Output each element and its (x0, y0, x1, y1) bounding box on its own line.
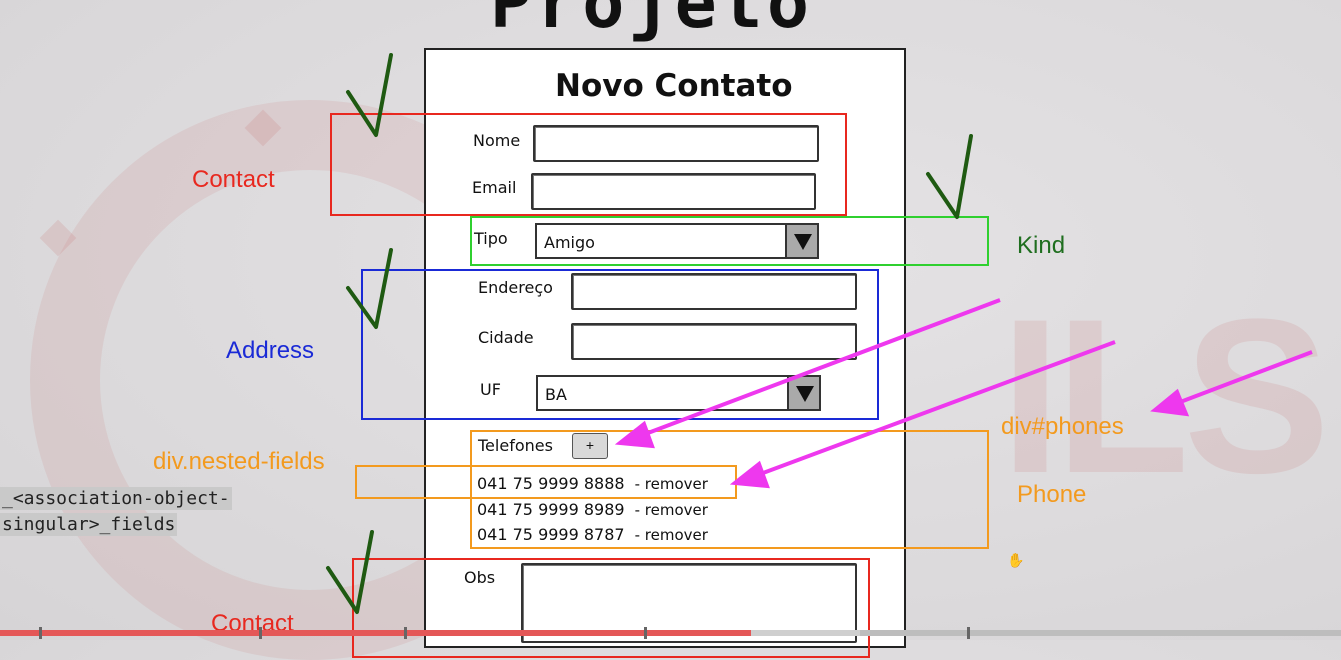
remove-phone-link[interactable]: - remover (634, 501, 708, 519)
contact-annotation-label: Contact (192, 166, 275, 193)
contact-annotation-box (330, 113, 847, 216)
tipo-label: Tipo (474, 229, 508, 248)
chapter-marker[interactable] (644, 627, 647, 639)
slide-title: Projeto (490, 0, 814, 44)
phone-annotation-label: Phone (1017, 481, 1087, 508)
nome-input[interactable] (533, 125, 819, 162)
chapter-marker[interactable] (259, 627, 262, 639)
uf-label: UF (480, 380, 501, 399)
uf-select[interactable]: BA (536, 375, 821, 411)
annotation-overlay (326, 53, 1313, 614)
email-label: Email (472, 178, 517, 197)
checkmark-icon (346, 53, 393, 137)
code-label-line: _<association-object- (0, 487, 232, 510)
remove-phone-link[interactable]: - remover (634, 475, 708, 493)
arrow-head-icon (729, 460, 770, 489)
endereco-input[interactable] (571, 273, 857, 310)
background-logo-letters: ILS (1000, 273, 1330, 519)
tipo-select-value: Amigo (544, 233, 595, 252)
uf-select-value: BA (545, 385, 567, 404)
chapter-marker[interactable] (404, 627, 407, 639)
video-buffer-bar (750, 630, 860, 636)
kind-annotation-label: Kind (1017, 232, 1066, 259)
add-phone-button[interactable]: + (572, 433, 608, 459)
phone-number: 041 75 9999 8989 (477, 500, 625, 519)
endereco-label: Endereço (478, 278, 553, 297)
chapter-marker[interactable] (967, 627, 970, 639)
phones-annotation-box (470, 430, 989, 549)
checkmark-icon (926, 134, 973, 219)
phone-item: 041 75 9999 8989 - remover (477, 500, 708, 519)
obs-label: Obs (464, 568, 496, 587)
hand-cursor-icon: ✋ (1007, 552, 1025, 568)
arrow-head-icon (614, 420, 655, 449)
checkmark-icon (326, 530, 374, 614)
phone-number: 041 75 9999 8888 (477, 474, 625, 493)
remove-phone-link[interactable]: - remover (634, 526, 708, 544)
arrow-head-icon (1150, 388, 1190, 417)
arrow-icon (754, 340, 1116, 478)
video-progress-bar[interactable] (0, 630, 751, 636)
email-input[interactable] (531, 173, 816, 210)
cidade-input[interactable] (571, 323, 857, 360)
cidade-label: Cidade (478, 328, 534, 347)
kind-annotation-box (470, 216, 989, 266)
checkmark-icon (346, 248, 393, 329)
phone-item: 041 75 9999 8888 - remover (477, 474, 708, 493)
arrow-icon (1174, 350, 1313, 406)
phone-item: 041 75 9999 8787 - remover (477, 525, 708, 544)
address-annotation-label: Address (226, 337, 315, 364)
nome-label: Nome (473, 131, 521, 150)
chapter-marker[interactable] (39, 627, 42, 639)
nested-fields-annotation-label: div.nested-fields (153, 448, 325, 475)
chevron-down-icon[interactable] (785, 223, 819, 259)
phones-annotation-label: div#phones (1001, 413, 1124, 440)
phone-number: 041 75 9999 8787 (477, 525, 625, 544)
form-title: Novo Contato (555, 68, 793, 104)
telefones-label: Telefones (478, 436, 553, 455)
code-label-line: singular>_fields (0, 513, 178, 536)
arrow-icon (639, 298, 1001, 438)
tipo-select[interactable]: Amigo (535, 223, 819, 259)
